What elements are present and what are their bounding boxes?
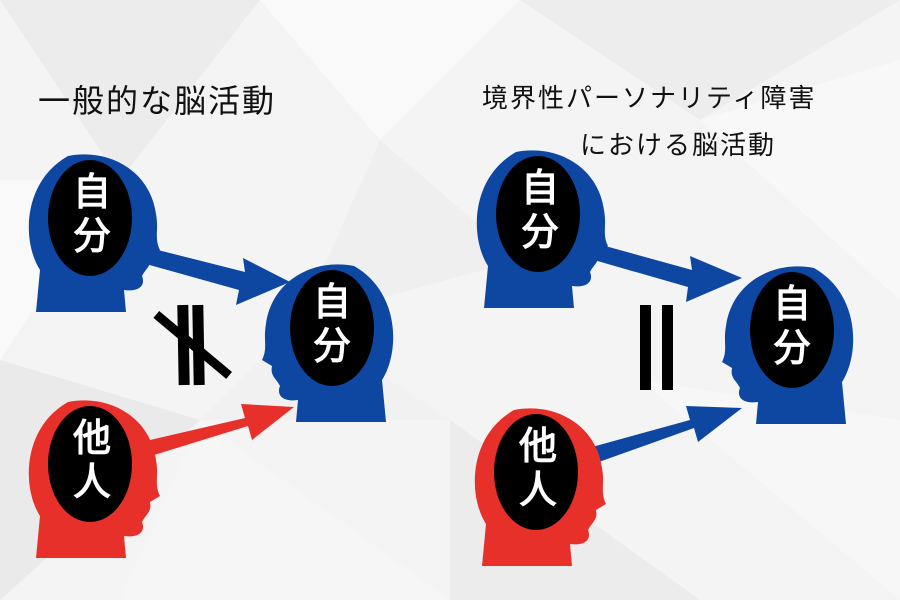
head-self-result-right: 自分 — [722, 264, 854, 424]
head-other-right: 他人 — [474, 406, 606, 566]
head-label: 他人 — [72, 416, 111, 504]
head-label: 自分 — [312, 280, 351, 368]
head-other-left: 他人 — [28, 398, 160, 558]
head-label: 自分 — [72, 170, 111, 258]
head-label: 自分 — [520, 166, 559, 254]
head-self-result-left: 自分 — [262, 262, 394, 422]
title-bpd-line2: における脳活動 — [580, 131, 777, 161]
title-general-brain-activity: 一般的な脳活動 — [38, 82, 277, 120]
head-self-top-left: 自分 — [28, 152, 160, 312]
head-self-top-right: 自分 — [476, 148, 608, 308]
title-bpd-line1: 境界性パーソナリティ障害 — [482, 84, 817, 114]
head-label: 他人 — [518, 424, 557, 512]
head-label: 自分 — [772, 282, 811, 370]
